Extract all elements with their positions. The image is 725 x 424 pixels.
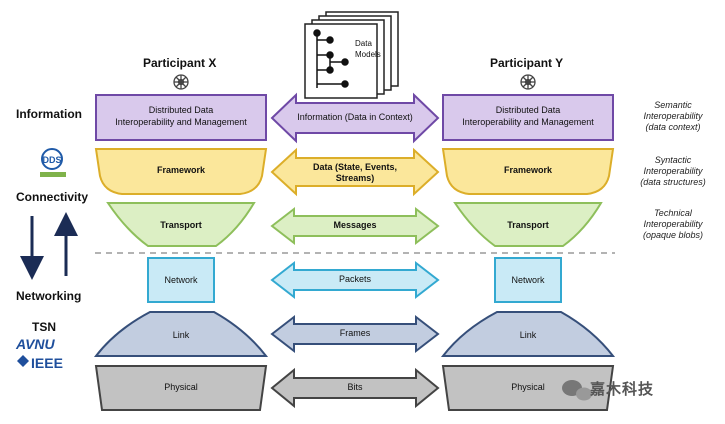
right-physical-text: Physical [511, 382, 545, 392]
connectivity-label: Connectivity [16, 190, 89, 204]
physical-arrow [270, 367, 440, 409]
physical-arrow-text: Bits [347, 382, 363, 392]
left-network-text: Network [164, 275, 198, 285]
dds-logo-icon: DDS [40, 148, 66, 177]
left-stack [93, 94, 269, 411]
hub-icon-left [173, 74, 189, 90]
right-physical-shape [441, 365, 615, 411]
transport-arrow-text: Messages [333, 220, 377, 230]
network-arrow-text: Packets [338, 274, 371, 284]
right-framework-shape [441, 148, 615, 195]
ieee-logo-text: IEEE [31, 355, 63, 371]
technical-interoperability-label: Technical Interoperability (opaque blobs… [642, 208, 704, 240]
right-transport-text: Transport [507, 220, 549, 230]
participant-y-title: Participant Y [490, 56, 564, 70]
left-network-shape [147, 257, 215, 303]
information-arrow [270, 92, 440, 144]
framework-arrow-text: Data (State, Events, Streams) [312, 162, 398, 183]
framework-arrow [270, 147, 440, 197]
right-link-shape [440, 311, 616, 357]
right-stack [440, 94, 616, 411]
avnu-logo-icon: AVNU [15, 336, 56, 352]
watermark-text: 嘉木科技 [590, 381, 655, 398]
participant-x-title: Participant X [143, 56, 217, 70]
ieee-logo-icon: IEEE [17, 355, 63, 371]
information-label: Information [16, 107, 82, 121]
left-information-shape [95, 94, 267, 141]
left-physical-text: Physical [164, 382, 198, 392]
right-network-shape [494, 257, 562, 303]
data-models-label: Data Models [355, 39, 381, 59]
semantic-interoperability-label: Semantic Interoperability (data context) [643, 100, 703, 132]
left-transport-shape [106, 202, 256, 247]
left-information-text: Distributed Data Interoperability and Ma… [115, 105, 247, 127]
right-network-text: Network [511, 275, 545, 285]
left-framework-text: Framework [156, 165, 206, 175]
tsn-label: TSN [32, 320, 56, 334]
middle-arrows [270, 92, 440, 409]
transport-arrow [270, 206, 440, 246]
right-information-text: Distributed Data Interoperability and Ma… [462, 105, 594, 127]
link-arrow [270, 314, 440, 354]
right-link-text: Link [519, 330, 537, 340]
networking-label: Networking [16, 289, 82, 303]
link-arrow-text: Frames [339, 328, 371, 338]
right-information-shape [442, 94, 614, 141]
syntactic-interoperability-label: Syntactic Interoperability (data structu… [640, 155, 706, 187]
network-arrow [270, 260, 440, 300]
wechat-icon [562, 380, 592, 401]
left-framework-shape [94, 148, 268, 195]
left-link-text: Link [172, 330, 190, 340]
right-transport-shape [453, 202, 603, 247]
dds-logo-text: DDS [42, 155, 61, 165]
left-transport-text: Transport [160, 220, 202, 230]
avnu-logo-text: AVNU [15, 336, 56, 352]
hub-icon-right [520, 74, 536, 90]
right-framework-text: Framework [503, 165, 553, 175]
left-physical-shape [94, 365, 268, 411]
left-link-shape [93, 311, 269, 357]
information-arrow-text: Information (Data in Context) [297, 112, 413, 122]
data-models-icon [304, 11, 399, 99]
